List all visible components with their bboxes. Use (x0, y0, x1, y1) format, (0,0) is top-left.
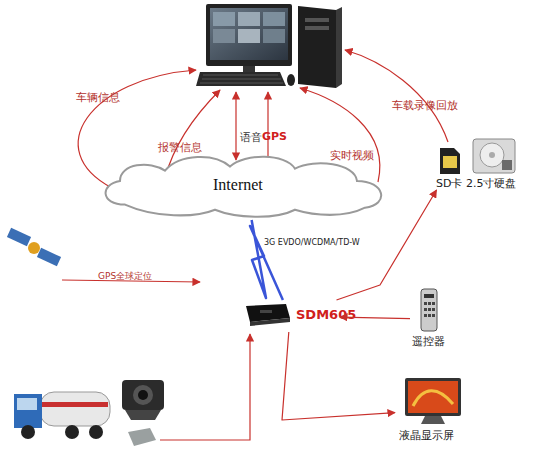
node-label: SD卡 (436, 176, 462, 191)
node-label: SDM605 (296, 307, 356, 322)
satellite (7, 228, 61, 266)
flow-label: GPS全球定位 (98, 270, 152, 283)
flow-label: 车载录像回放 (392, 98, 458, 113)
sd-card: SD卡 (430, 148, 468, 190)
connector (250, 220, 283, 300)
computer (196, 4, 342, 88)
flow-label: GPS (262, 130, 287, 143)
camera (122, 380, 164, 446)
sdm605-device: SDM605 (240, 300, 340, 332)
flow-label: 语音 (240, 130, 262, 145)
remote-control: 遥控器 (410, 288, 450, 350)
node-label: Internet (213, 176, 263, 194)
lcd-display-shape (403, 376, 463, 426)
sd-card-shape (438, 148, 460, 174)
hard-disk: 2.5寸硬盘 (464, 138, 532, 190)
flow-label: 实时视频 (330, 148, 374, 163)
flow-arrows (62, 50, 448, 440)
node-label: 2.5寸硬盘 (466, 176, 517, 191)
connector (340, 317, 410, 319)
node-label: 遥控器 (412, 334, 445, 349)
lcd-display: 液晶显示屏 (395, 376, 473, 444)
node-label: 液晶显示屏 (399, 428, 454, 443)
sdm605-device-shape (240, 302, 292, 326)
edge-label: 3G EVDO/WCDMA/TD-W (264, 238, 360, 247)
remote-control-shape (420, 288, 438, 332)
hard-disk-shape (472, 138, 516, 174)
flow-label: 车辆信息 (76, 90, 120, 105)
flow-label: 报警信息 (158, 140, 202, 155)
truck (14, 392, 110, 439)
connector (282, 332, 395, 420)
